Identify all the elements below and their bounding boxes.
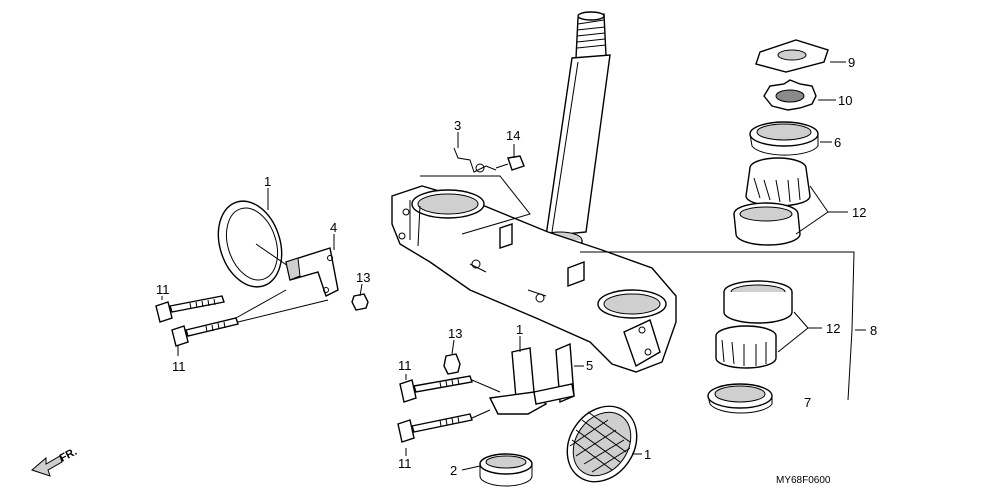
part-3-clamp: [453, 147, 497, 173]
label-7: 7: [804, 395, 811, 410]
label-10: 10: [838, 93, 852, 108]
part-6-dust-seal: [749, 121, 819, 156]
leader-lines: [161, 61, 866, 471]
part-5-stay: [533, 342, 575, 405]
label-1-left: 1: [264, 174, 271, 189]
diagram-code: MY68F0600: [776, 475, 831, 486]
label-13-left: 13: [356, 270, 370, 285]
steering-stem: [537, 11, 611, 261]
label-11-top-left: 11: [156, 282, 170, 297]
part-1-left-reflector: [217, 200, 289, 288]
part-numbers: 9 10 6 12 12 8 7 1 4 13 11 11 3 14 1 5 1…: [156, 55, 877, 486]
label-13: 13: [448, 326, 462, 341]
part-11-lower-bolts: [397, 375, 473, 443]
part-10-locknut: [763, 79, 817, 111]
front-direction-label: FR.: [58, 446, 79, 465]
part-1-lower-bracket: [488, 347, 548, 415]
label-3: 3: [454, 118, 461, 133]
part-4-left-bracket: [285, 247, 339, 297]
label-8: 8: [870, 323, 877, 338]
part-7-lower-seal: [707, 383, 773, 414]
label-12-lower: 12: [826, 321, 840, 336]
label-2: 2: [450, 463, 457, 478]
label-1-mid: 1: [516, 322, 523, 337]
front-direction-arrow: FR.: [31, 446, 79, 477]
label-11-left: 11: [172, 359, 186, 374]
label-12-upper: 12: [852, 205, 866, 220]
part-14-bolt: [495, 155, 525, 171]
label-14: 14: [506, 128, 520, 143]
label-9: 9: [848, 55, 855, 70]
part-12-lower-bearing: [715, 280, 793, 369]
label-11-mid: 11: [398, 358, 412, 373]
label-4: 4: [330, 220, 337, 235]
label-11-bottom: 11: [398, 456, 412, 471]
part-13-nut: [443, 353, 461, 375]
bottom-bridge: [391, 185, 677, 373]
part-11-left-bolts: [155, 295, 239, 347]
label-1-lamp: 1: [644, 447, 651, 462]
part-2-grommet: [479, 453, 533, 487]
part-1-reflector-grille: [566, 405, 638, 483]
label-6: 6: [834, 135, 841, 150]
part-9-washer: [755, 39, 829, 73]
part-13-left-nut: [351, 293, 369, 311]
part-12-upper-bearing: [733, 157, 811, 246]
label-5: 5: [586, 358, 593, 373]
